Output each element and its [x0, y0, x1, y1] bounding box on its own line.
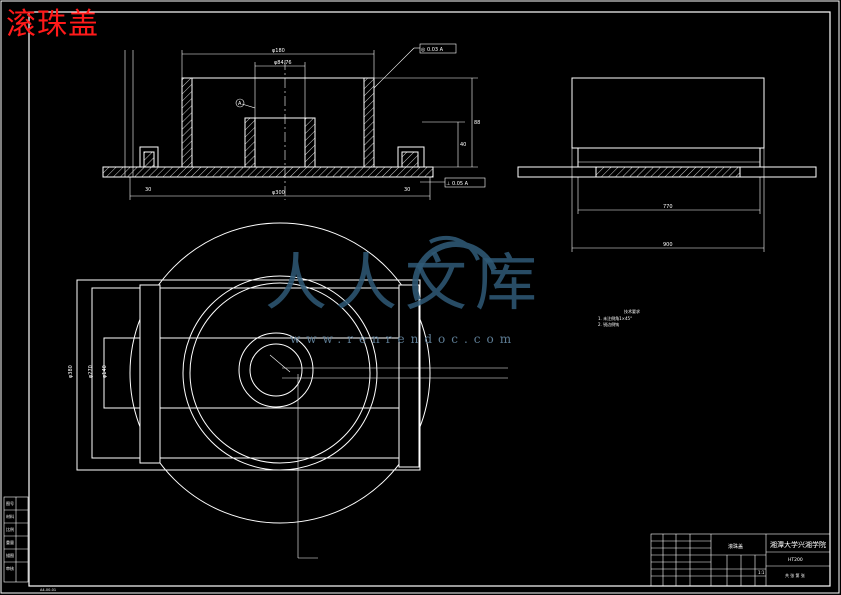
dim-right-len-1: 770	[663, 204, 673, 210]
left-strip-item-3: 比例	[6, 526, 14, 532]
watermark-logo	[412, 235, 497, 302]
corner-code: A4-00-01	[40, 588, 56, 592]
dim-base-dia: φ300	[272, 190, 285, 196]
left-strip-item-6: 审核	[6, 565, 14, 571]
plan-dim-labels: φ380 φ270 φ140	[68, 365, 108, 378]
watermark-brand-text: 人人文库	[265, 248, 545, 318]
tolerance-bottom: ⊥ 0.05 A	[446, 181, 469, 187]
front-dim-labels: φ180 φ84.76 φ300 88 40 30 30 ◎ 0.03 A ⊥ …	[145, 47, 480, 196]
title-block-school: 湘潭大学兴湘学院	[770, 540, 826, 549]
dim-left-width: 30	[145, 187, 151, 193]
section-label: A	[238, 101, 242, 107]
left-strip-labels: 图号 材料 比例 重量 描图 审核	[6, 500, 14, 571]
left-strip-item-1: 图号	[6, 500, 14, 506]
left-strip	[3, 496, 29, 583]
left-strip-item-2: 材料	[6, 513, 14, 519]
title-block-part: 滚珠盖	[728, 543, 743, 550]
tech-note-title: 技术要求	[624, 308, 640, 314]
tech-note-line-2: 2. 锐边倒钝	[598, 321, 619, 327]
title-block-text: 湘潭大学兴湘学院 滚珠盖 HT200 1:1 共 张 第 张	[728, 540, 826, 578]
title-block	[650, 533, 831, 587]
tech-note-line-1: 1. 未注倒角1×45°	[598, 315, 632, 321]
drawing-title: 滚珠盖	[6, 7, 99, 42]
dim-plan-dia-2: φ270	[88, 365, 94, 378]
dim-height: 88	[474, 120, 480, 126]
dim-right-width: 30	[404, 187, 410, 193]
section-marker: A	[235, 98, 245, 108]
dim-flange: 40	[460, 142, 466, 148]
dim-outer-dia: φ180	[272, 48, 285, 54]
tolerance-top: ◎ 0.03 A	[421, 47, 444, 53]
tech-note: 技术要求 1. 未注倒角1×45° 2. 锐边倒钝	[598, 308, 640, 327]
left-strip-item-5: 描图	[6, 552, 14, 558]
inner-border	[28, 11, 831, 587]
side-view	[517, 77, 817, 252]
dim-inner-dia: φ84.76	[274, 60, 292, 66]
title-block-scale: 1:1	[758, 570, 765, 575]
dim-plan-dia-1: φ380	[68, 365, 74, 378]
side-dim-labels: 770 900	[663, 204, 673, 248]
plan-view	[76, 222, 508, 559]
front-section-view	[102, 43, 486, 200]
left-strip-item-4: 重量	[6, 539, 14, 545]
dim-right-len-2: 900	[663, 242, 673, 248]
watermark-url: www.renrendoc.com	[290, 332, 518, 346]
dim-plan-dia-3: φ140	[102, 365, 108, 378]
title-block-sheet: 共 张 第 张	[785, 572, 805, 578]
title-block-material: HT200	[788, 557, 803, 563]
watermark-brand: 人人文库	[265, 248, 545, 318]
